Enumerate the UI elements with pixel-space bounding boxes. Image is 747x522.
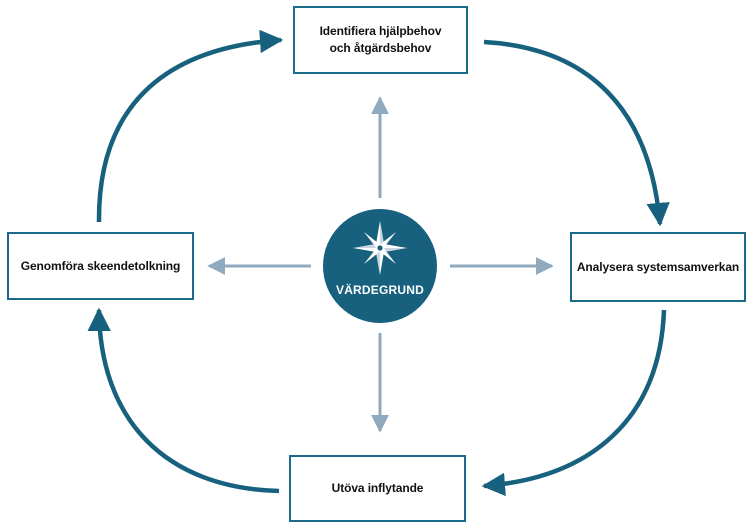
- cycle-arrow-left-top: [96, 29, 284, 223]
- cycle-arrow-right-bottom: [481, 309, 667, 497]
- step-box-influence-label: Utöva inflytande: [331, 481, 424, 495]
- compass-star-icon: [353, 221, 407, 275]
- step-box-analyze: Analysera systemsamverkan: [570, 232, 746, 302]
- cycle-arrow-bottom-left: [87, 307, 280, 494]
- step-box-influence: Utöva inflytande: [289, 455, 466, 522]
- step-box-identify: Identifiera hjälpbehov och åtgärdsbehov: [293, 6, 468, 74]
- hub-label: VÄRDEGRUND: [335, 283, 424, 297]
- step-box-identify-line1: Identifiera hjälpbehov: [319, 24, 442, 38]
- step-box-interpret: Genomföra skeendetolkning: [7, 232, 194, 300]
- step-box-interpret-label: Genomföra skeendetolkning: [20, 258, 181, 273]
- step-box-identify-line2: och åtgärdsbehov: [329, 41, 432, 55]
- step-box-analyze-label: Analysera systemsamverkan: [576, 259, 740, 274]
- cycle-arrow-top-right: [483, 39, 670, 227]
